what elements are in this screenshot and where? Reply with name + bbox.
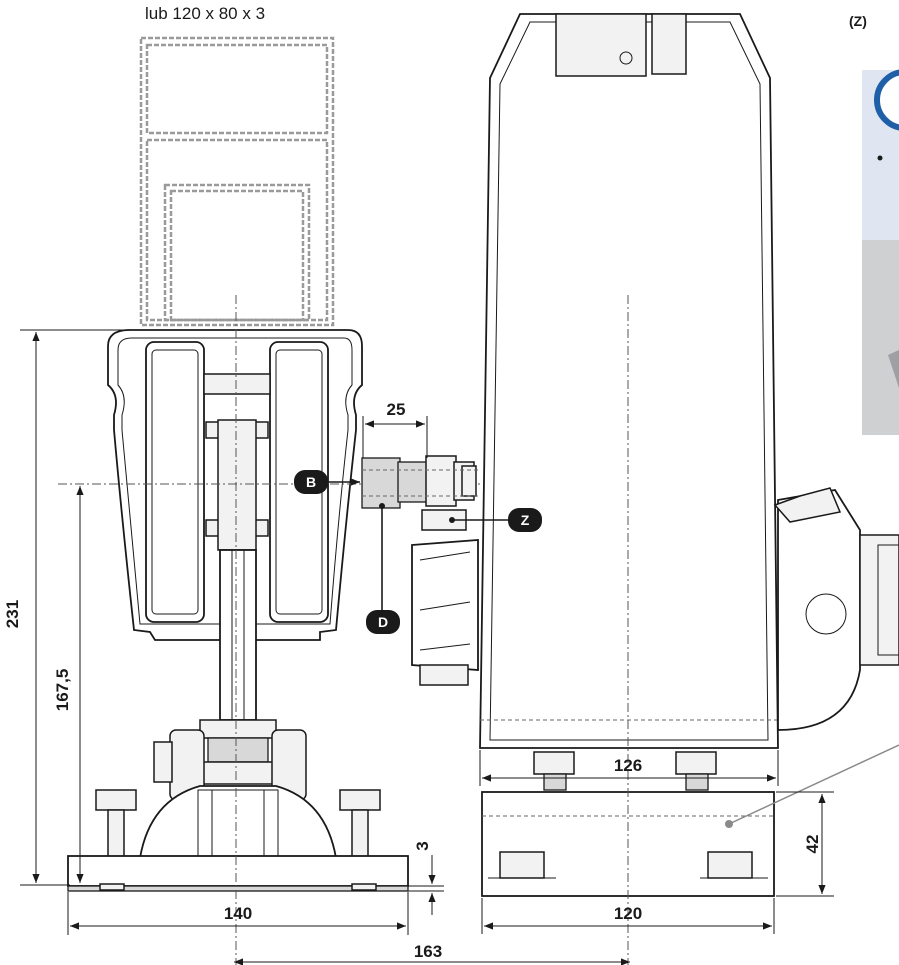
dim-163-label: 163 <box>414 942 442 961</box>
callout-z-badge <box>508 508 542 532</box>
dim-140-label: 140 <box>224 904 252 923</box>
dim-231-label: 231 <box>3 600 22 628</box>
dim-126-label: 126 <box>614 756 642 775</box>
rack-profile <box>139 36 335 327</box>
callout-z-label: Z <box>521 512 530 528</box>
left-side-view <box>67 329 409 892</box>
profile-note: lub 120 x 80 x 3 <box>145 4 265 23</box>
dim-25-label: 25 <box>387 400 406 419</box>
dim-120-label: 120 <box>614 904 642 923</box>
info-circle-icon <box>874 69 899 131</box>
motor-housing <box>479 13 899 897</box>
dim-42-label: 42 <box>803 835 822 854</box>
photo-detail <box>888 350 899 388</box>
info-panel-photo <box>862 240 899 435</box>
callout-b-badge <box>294 470 328 494</box>
pinion-assembly <box>361 455 479 686</box>
photo-leader-line <box>728 744 899 825</box>
panel-marker-label: (Z) <box>849 13 867 29</box>
callout-d-dot <box>379 503 385 509</box>
callout-d-badge <box>366 610 400 634</box>
photo-leader-dot <box>725 820 733 828</box>
callout-d-label: D <box>378 614 388 630</box>
info-panel <box>862 69 899 435</box>
dim-3-label: 3 <box>413 841 432 850</box>
callout-b-label: B <box>306 474 316 490</box>
callout-z-dot <box>449 517 455 523</box>
dim-167-5-label: 167,5 <box>53 669 72 712</box>
info-bullet <box>877 155 883 161</box>
